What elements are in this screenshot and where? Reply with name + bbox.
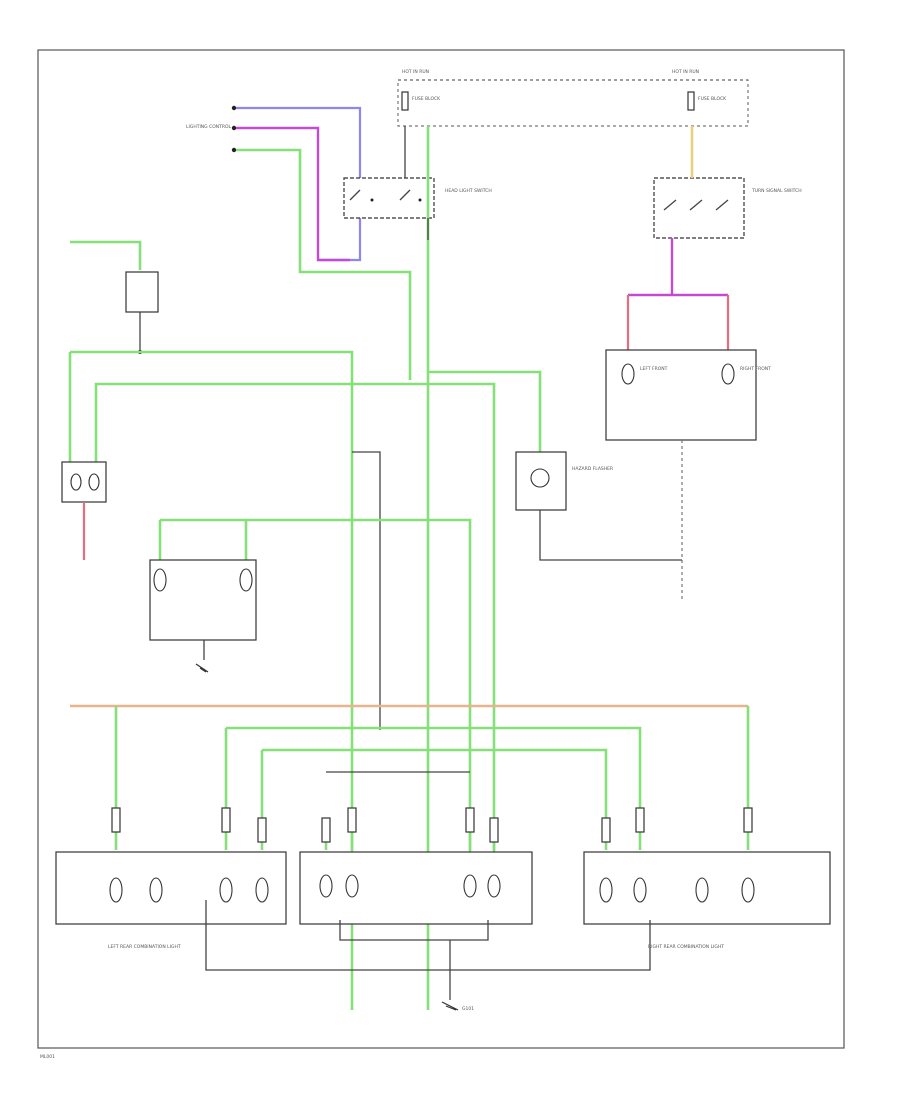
dimmer-relay (70, 240, 159, 354)
turn-signal-switch[interactable]: TURN SIGNAL SWITCH (653, 177, 802, 239)
left-relay-block (61, 461, 107, 560)
headlight-switch[interactable]: HEAD LIGHT SWITCH (343, 177, 492, 219)
lighting-control-inputs: LIGHTING CONTROL (186, 105, 412, 380)
fuse-block-label-left: FUSE BLOCK (412, 96, 441, 102)
headlight-switch-label: HEAD LIGHT SWITCH (445, 188, 492, 194)
hazard-label: HAZARD FLASHER (572, 466, 613, 472)
hazard-flasher: HAZARD FLASHER (515, 451, 613, 511)
page-id: ML001 (40, 1054, 55, 1060)
right-front-label: RIGHT FRONT (740, 366, 771, 372)
fuse-block: HOT IN RUN HOT IN RUN FUSE BLOCK FUSE BL… (397, 69, 749, 127)
ground-label: G101 (462, 1006, 474, 1012)
right-rear-combination-light: RIGHT REAR COMBINATION LIGHT (583, 851, 831, 950)
front-lamps-right: LEFT FRONT RIGHT FRONT (605, 349, 771, 441)
rear-side-lights (299, 851, 533, 925)
hot-run-left-label: HOT IN RUN (402, 69, 429, 75)
diagram-frame (37, 49, 845, 1049)
left-front-label: LEFT FRONT (640, 366, 668, 372)
hot-run-right-label: HOT IN RUN (672, 69, 699, 75)
ground-symbol (441, 1001, 459, 1011)
lighting-control-label: LIGHTING CONTROL (186, 124, 232, 130)
turn-signal-switch-label: TURN SIGNAL SWITCH (751, 188, 802, 194)
fuse-block-label-right: FUSE BLOCK (698, 96, 727, 102)
parking-lamps-left (149, 559, 257, 641)
connector-marks (111, 807, 753, 843)
left-rear-combination-light: LEFT REAR COMBINATION LIGHT (55, 851, 287, 950)
right-rear-label: RIGHT REAR COMBINATION LIGHT (648, 944, 724, 950)
left-rear-label: LEFT REAR COMBINATION LIGHT (108, 944, 181, 950)
